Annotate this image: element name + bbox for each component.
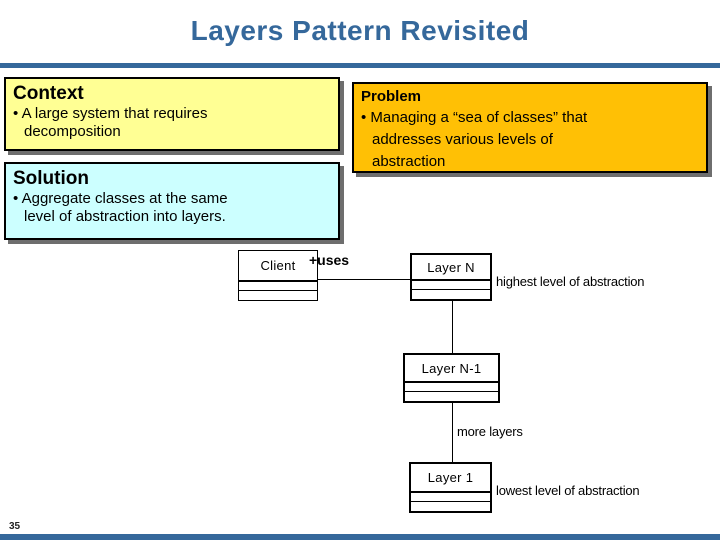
context-bullet-line: • A large system that requires bbox=[13, 105, 208, 122]
context-bullet-line: decomposition bbox=[24, 123, 121, 140]
problem-heading: Problem bbox=[361, 88, 422, 105]
page-title: Layers Pattern Revisited bbox=[190, 15, 530, 46]
context-panel: Context • A large system that requires d… bbox=[4, 77, 340, 151]
class-name: Layer N bbox=[412, 255, 490, 281]
uses-association-line bbox=[318, 279, 410, 280]
operations-compartment bbox=[411, 502, 490, 511]
operations-compartment bbox=[412, 290, 490, 299]
problem-bullet-line: abstraction bbox=[372, 153, 446, 170]
layer-connector-line bbox=[452, 300, 453, 353]
attributes-compartment bbox=[412, 281, 490, 290]
class-name: Layer 1 bbox=[411, 464, 490, 493]
layer-n-class-box: Layer N bbox=[410, 253, 492, 301]
layer-1-class-box: Layer 1 bbox=[409, 462, 492, 513]
annotation-lowest-level: lowest level of abstraction bbox=[496, 483, 640, 498]
operations-compartment bbox=[405, 392, 498, 401]
client-class-box: Client bbox=[238, 250, 318, 301]
problem-panel: Problem • Managing a “sea of classes” th… bbox=[352, 82, 708, 173]
annotation-more-layers: more layers bbox=[457, 424, 523, 439]
context-heading: Context bbox=[13, 83, 84, 104]
problem-bullet-line: • Managing a “sea of classes” that bbox=[361, 109, 588, 126]
operations-compartment bbox=[239, 291, 317, 300]
attributes-compartment bbox=[239, 282, 317, 291]
title-divider bbox=[0, 63, 720, 68]
association-label: +uses bbox=[309, 252, 350, 268]
page-number: 35 bbox=[9, 521, 21, 532]
footer-bar bbox=[0, 534, 720, 540]
solution-panel: Solution • Aggregate classes at the same… bbox=[4, 162, 340, 240]
attributes-compartment bbox=[405, 383, 498, 392]
solution-heading: Solution bbox=[13, 168, 89, 189]
solution-bullet-line: • Aggregate classes at the same bbox=[13, 190, 228, 207]
layer-connector-line bbox=[452, 402, 453, 462]
class-name: Layer N-1 bbox=[405, 355, 498, 383]
solution-bullet-line: level of abstraction into layers. bbox=[24, 208, 226, 225]
annotation-highest-level: highest level of abstraction bbox=[496, 274, 645, 289]
attributes-compartment bbox=[411, 493, 490, 502]
class-name: Client bbox=[239, 251, 317, 282]
problem-bullet-line: addresses various levels of bbox=[372, 131, 553, 148]
layer-n1-class-box: Layer N-1 bbox=[403, 353, 500, 403]
